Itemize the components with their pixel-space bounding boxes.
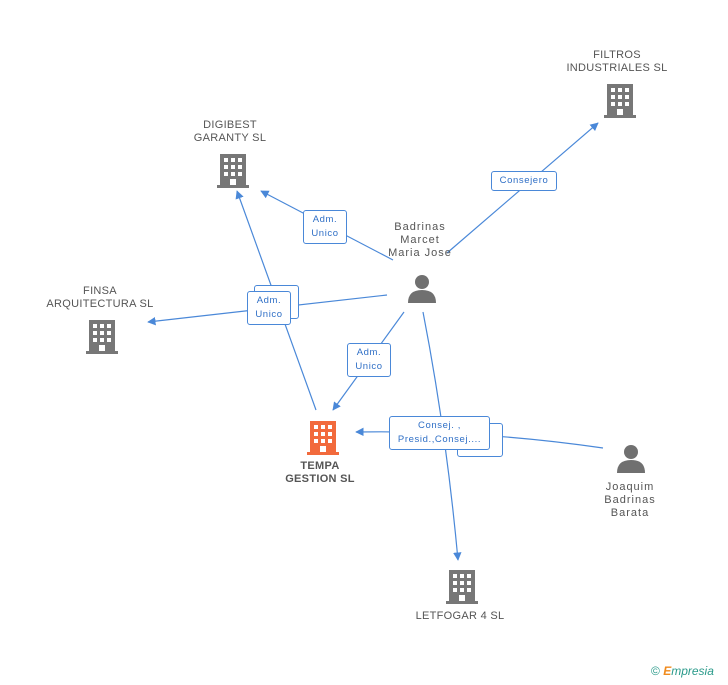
building-icon[interactable]	[217, 153, 249, 189]
brand-logo-letter: E	[663, 664, 672, 678]
footer-brand: © Empresia	[651, 664, 714, 678]
edge-label-consej-tempa[interactable]: Consej. , Presid.,Consej....	[389, 416, 490, 450]
edge-label-adm-digibest[interactable]: Adm. Unico	[303, 210, 347, 244]
node-label-letfogar: LETFOGAR 4 SL	[415, 610, 505, 622]
brand-name: mpresia	[671, 664, 714, 678]
person-icon[interactable]	[406, 274, 438, 304]
node-label-tempa: TEMPA GESTION SL	[285, 460, 355, 485]
node-label-finsa: FINSA ARQUITECTURA SL	[46, 285, 154, 310]
edge-label-adm-tempa[interactable]: Adm. Unico	[347, 343, 391, 377]
building-icon[interactable]	[446, 569, 478, 605]
node-label-joaquim: Joaquim Badrinas Barata	[604, 481, 656, 519]
node-label-badrinas-marcet: Badrinas Marcet Maria Jose	[388, 221, 452, 259]
node-label-filtros: FILTROS INDUSTRIALES SL	[566, 49, 668, 74]
building-icon[interactable]	[86, 319, 118, 355]
building-icon[interactable]	[604, 83, 636, 119]
person-icon[interactable]	[615, 444, 647, 474]
node-label-digibest: DIGIBEST GARANTY SL	[193, 119, 267, 144]
building-icon[interactable]	[307, 420, 339, 456]
edge-label-adm-finsa[interactable]: Adm. Unico	[247, 291, 291, 325]
edge-label-consejero[interactable]: Consejero	[491, 171, 557, 191]
copyright-icon: ©	[651, 664, 660, 678]
